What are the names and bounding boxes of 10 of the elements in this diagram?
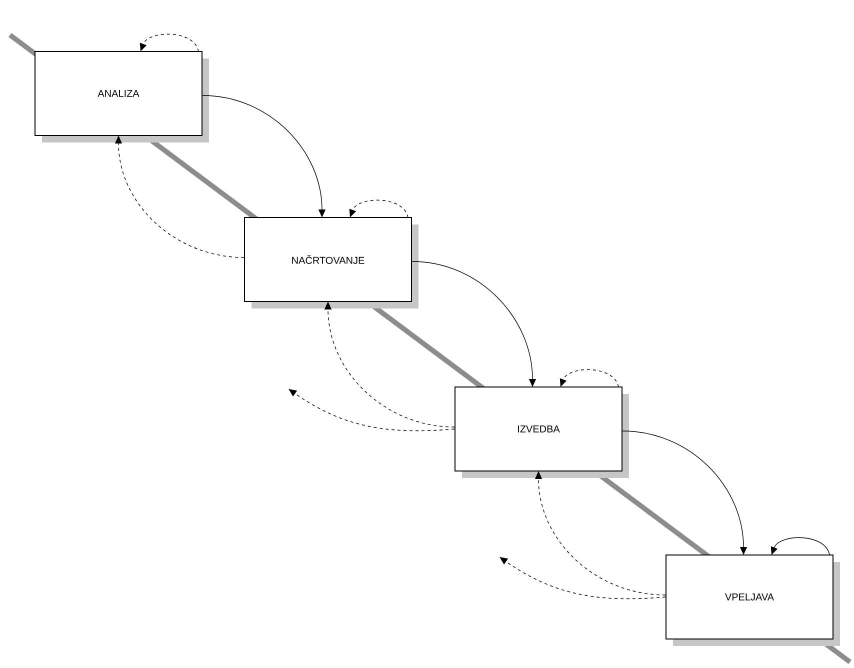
process-box: NAČRTOVANJE	[244, 216, 418, 308]
arrow	[288, 389, 455, 432]
arrow	[770, 537, 830, 556]
process-box: ANALIZA	[34, 51, 209, 142]
arrow	[140, 34, 199, 52]
arrow	[500, 557, 666, 600]
process-box: IZVEDBA	[454, 386, 629, 478]
process-box: VPELJAVA	[666, 554, 840, 646]
arrow	[349, 200, 408, 218]
arrow	[560, 369, 619, 388]
